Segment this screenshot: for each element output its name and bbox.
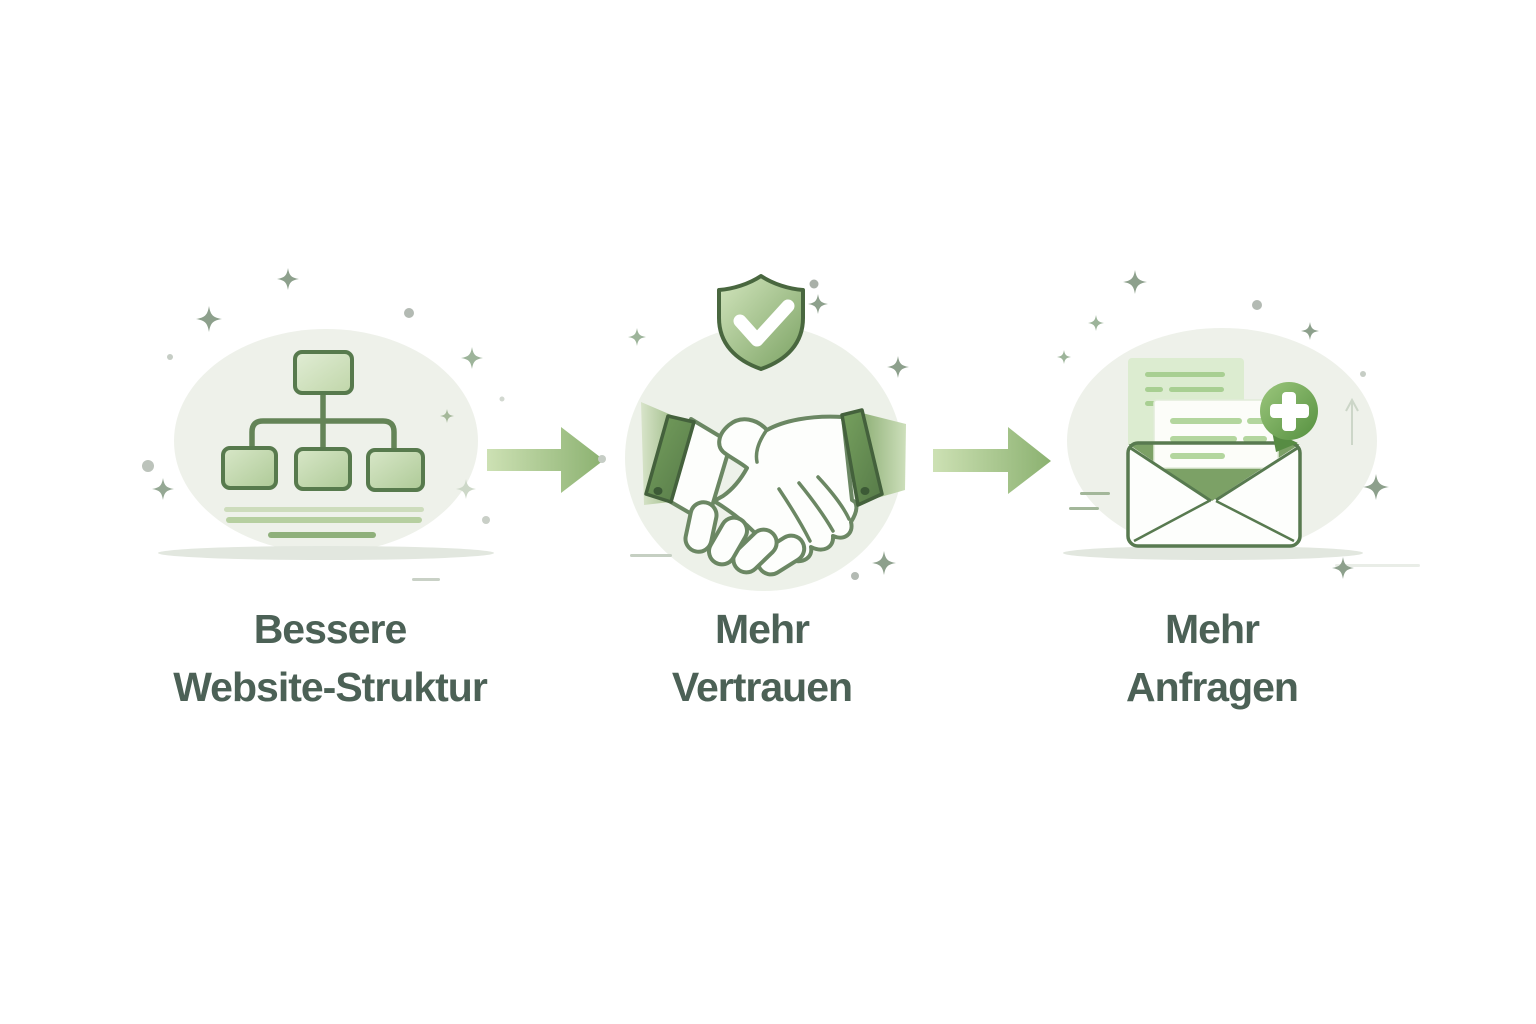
arrow-right-icon	[487, 427, 604, 493]
step-vertrauen-illustration	[598, 274, 909, 591]
step-title-line1: Mehr	[1165, 606, 1260, 652]
document-front	[1153, 399, 1279, 469]
text-line-decoration	[268, 532, 376, 538]
cuff-button	[860, 487, 870, 495]
step-title-line2: Vertrauen	[671, 664, 853, 710]
ground-dash	[630, 554, 672, 557]
sitemap-icon	[221, 350, 425, 538]
ground-shadow	[1063, 546, 1363, 560]
dot-decoration	[809, 279, 819, 289]
shield-check-icon	[717, 274, 805, 371]
plus-badge-icon	[1260, 382, 1318, 452]
step-website-struktur-illustration	[142, 268, 505, 581]
dot-decoration	[598, 455, 606, 463]
sparkle-decorations	[598, 279, 909, 580]
background-blob	[174, 329, 478, 553]
ground-dash	[412, 578, 440, 581]
ground-dash	[1080, 492, 1110, 495]
envelope-plus-icon	[1126, 358, 1318, 548]
ground-shadow	[158, 546, 494, 560]
dot-decoration	[142, 460, 154, 472]
up-arrow-decoration	[1345, 397, 1359, 445]
dot-decoration	[1252, 300, 1262, 310]
dot-decoration	[499, 396, 505, 402]
step-title-line1: Mehr	[715, 606, 810, 652]
step-label-vertrauen: Mehr Vertrauen	[552, 600, 972, 716]
step-title-line1: Bessere	[253, 606, 408, 652]
cuff-button	[653, 487, 663, 495]
step-anfragen-illustration	[1057, 270, 1420, 579]
dot-decoration	[851, 572, 859, 580]
dot-decoration	[404, 308, 414, 318]
ground-dash	[1069, 507, 1099, 510]
dot-decoration	[1360, 371, 1366, 377]
checkmark-icon	[733, 299, 795, 347]
dot-decoration	[482, 516, 490, 524]
text-line-decoration	[224, 507, 424, 512]
dot-decoration	[167, 354, 173, 360]
text-line-decoration	[226, 517, 422, 523]
step-title-line2: Anfragen	[1126, 664, 1299, 710]
step-label-anfragen: Mehr Anfragen	[1002, 600, 1422, 716]
step-title-line2: Website-Struktur	[173, 664, 488, 710]
step-label-website-struktur: Bessere Website-Struktur	[120, 600, 540, 716]
arrow-right-icon	[933, 427, 1051, 494]
sparkle-decorations	[1057, 270, 1389, 579]
sparkle-decorations	[142, 268, 505, 524]
ground-dash	[1335, 564, 1420, 567]
handshake-icon	[641, 402, 906, 577]
